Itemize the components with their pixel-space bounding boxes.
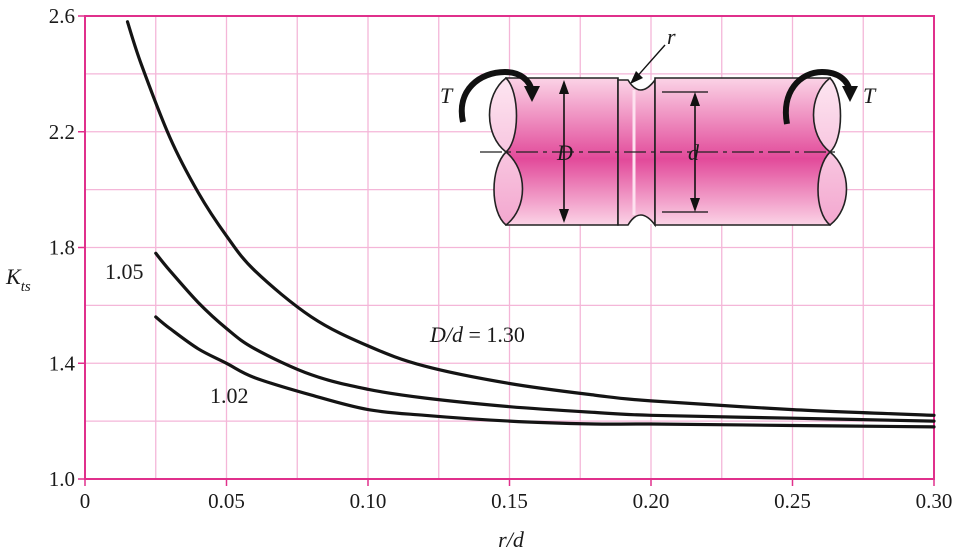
series-curves	[125, 20, 936, 429]
x-tick-label: 0.15	[491, 489, 528, 513]
torque-arrow-left	[458, 68, 535, 123]
y-tick-label: 2.2	[49, 120, 75, 144]
x-tick-label: 0	[80, 489, 91, 513]
series-line-3	[154, 315, 936, 429]
curve-label-1.02: 1.02	[210, 383, 249, 408]
radius-label: r	[667, 24, 676, 49]
big-diameter-label: D	[556, 140, 573, 165]
x-tick-label: 0.05	[208, 489, 245, 513]
x-tick-label: 0.20	[633, 489, 670, 513]
curve-label-1.05: 1.05	[105, 259, 144, 284]
torque-label-left: T	[440, 83, 454, 108]
y-tick-label: 2.6	[49, 4, 75, 28]
x-tick-label: 0.30	[916, 489, 953, 513]
x-axis-ticks: 0 0.05 0.10 0.15 0.20 0.25 0.30	[80, 479, 953, 513]
curve-label-1.30: D/d = 1.30	[429, 322, 525, 347]
shaft-illustration: D d r T T	[440, 24, 877, 228]
series-line-1	[125, 20, 936, 417]
x-axis-label: r/d	[498, 527, 525, 552]
y-axis-label: Kts	[5, 264, 31, 295]
y-tick-label: 1.8	[49, 236, 75, 260]
torque-label-right: T	[863, 83, 877, 108]
y-tick-label: 1.0	[49, 467, 75, 491]
small-diameter-label: d	[688, 140, 700, 165]
x-tick-label: 0.10	[350, 489, 387, 513]
small-diameter-dimension	[662, 91, 708, 213]
y-axis-ticks: 1.0 1.4 1.8 2.2 2.6	[49, 4, 85, 491]
big-diameter-dimension	[559, 80, 569, 223]
shaft-right-end	[812, 76, 848, 227]
x-tick-label: 0.25	[774, 489, 811, 513]
shaft-left-end	[488, 76, 524, 227]
torque-arrow-right	[782, 68, 853, 125]
y-tick-label: 1.4	[49, 351, 76, 375]
series-line-2	[154, 251, 936, 423]
radius-leader	[633, 44, 666, 81]
